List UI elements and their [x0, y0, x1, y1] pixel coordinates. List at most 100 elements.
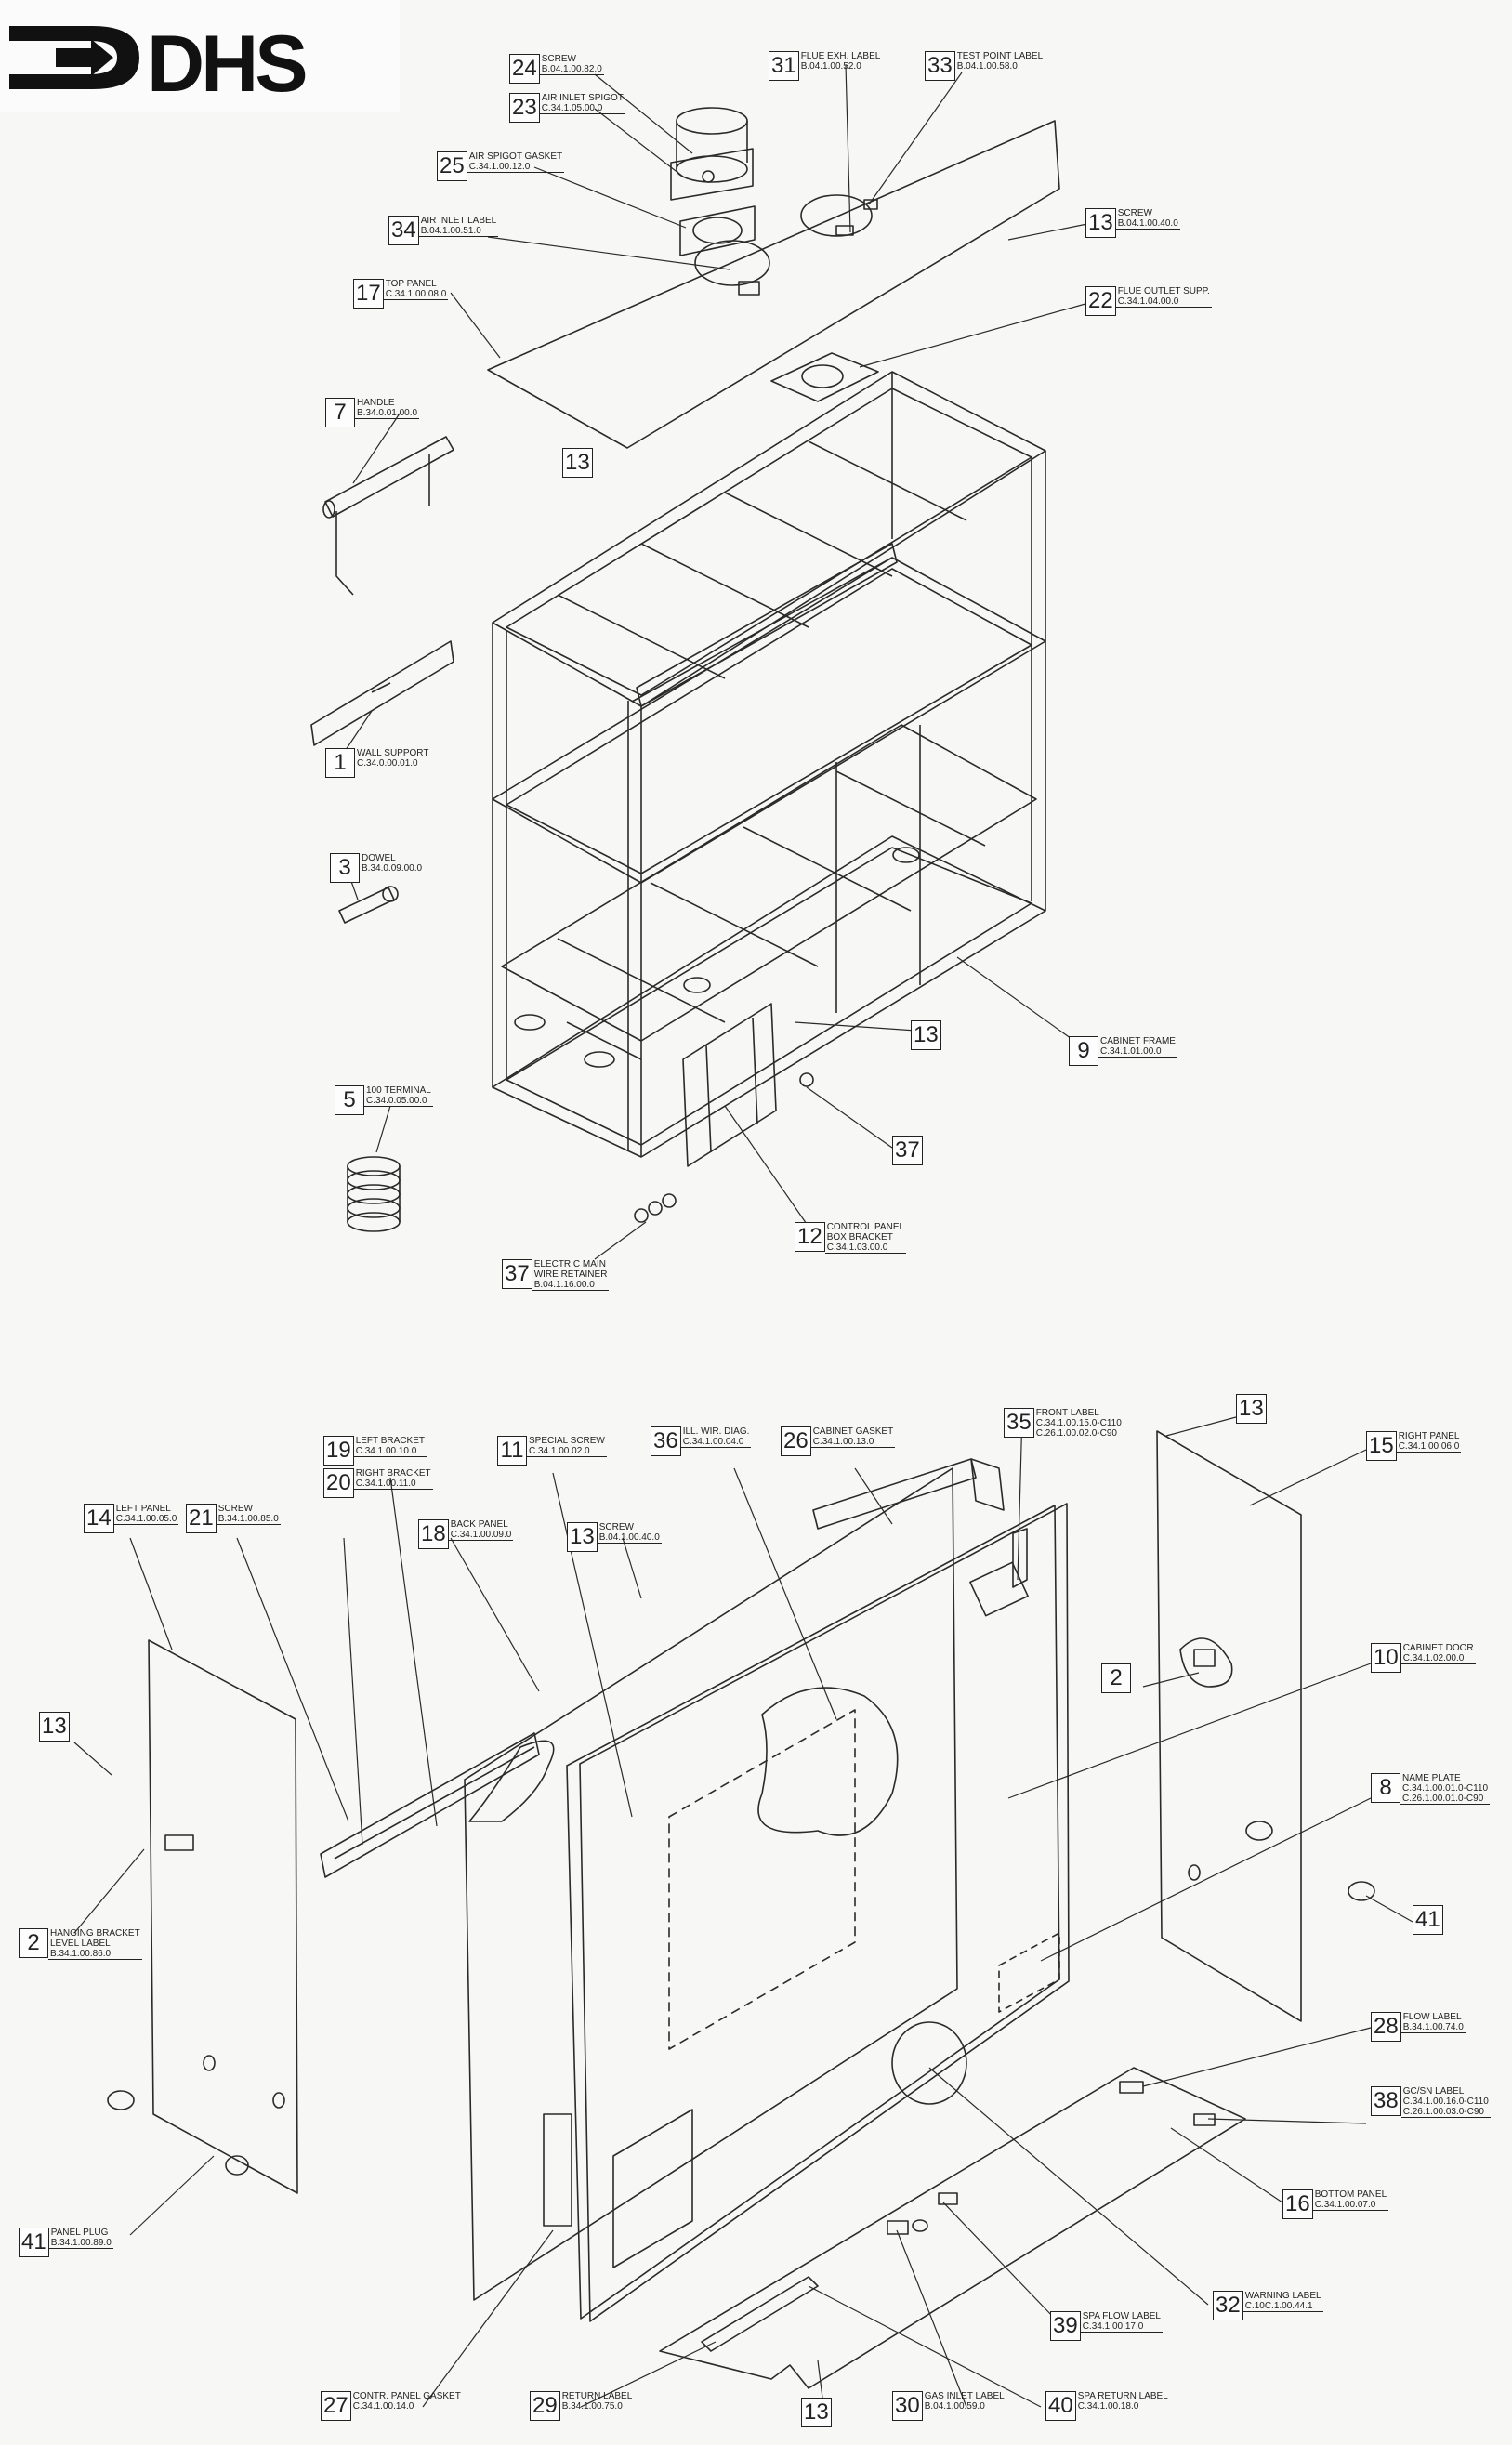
callout-line: B.34.0.09.00.0 [362, 863, 423, 874]
logo-text: DHS [147, 20, 305, 109]
callout-line: HANDLE [357, 398, 395, 408]
cabinet-frame [492, 371, 1046, 1158]
handle [322, 436, 454, 596]
callout-number: 1 [325, 748, 355, 778]
callout-line: C.34.0.05.00.0 [366, 1096, 427, 1106]
flue-outlet-support [770, 352, 879, 402]
callout-line: C.34.1.00.12.0 [468, 162, 531, 172]
callout-line: SPECIAL SCREW [529, 1436, 605, 1446]
callout-line: FLUE OUTLET SUPP. [1117, 286, 1210, 296]
callout-line: DOWEL [362, 853, 396, 863]
callout-line: CABINET FRAME [1100, 1036, 1176, 1046]
callout-line: C.34.1.00.01.0-C110 [1402, 1783, 1489, 1794]
callout-line: CONTROL PANEL [826, 1222, 905, 1232]
wall-support [310, 640, 454, 746]
callout-number: 29 [530, 2391, 560, 2421]
callout-number: 13 [801, 2398, 832, 2427]
air-inlet-spigot [670, 107, 754, 201]
callout-number: 21 [186, 1504, 217, 1533]
callout-line: C.34.1.02.00.0 [1402, 1653, 1465, 1663]
callout-number: 5 [335, 1085, 364, 1115]
callout-number: 9 [1069, 1036, 1098, 1066]
callout-number: 2 [19, 1928, 48, 1958]
callout-line: C.34.1.00.13.0 [812, 1437, 874, 1447]
callout-number: 37 [892, 1136, 923, 1165]
callout-line: C.34.1.00.07.0 [1314, 2200, 1376, 2210]
callout-line: RIGHT PANEL [1398, 1431, 1460, 1441]
lower-leader-lines [73, 1412, 1413, 2408]
callout-line: SCREW [541, 54, 576, 64]
callout-line: B.34.1.00.85.0 [217, 1514, 279, 1524]
callout-line: PANEL PLUG [50, 2228, 109, 2238]
callout-number: 30 [892, 2391, 923, 2421]
callout-c13c: 13 [911, 1020, 941, 1050]
back-panel [464, 1467, 958, 2301]
callout-c13b: 13 [562, 448, 593, 478]
callout-number: 13 [1236, 1394, 1267, 1424]
callout-number: 34 [388, 216, 419, 245]
callout-number: 16 [1282, 2189, 1313, 2219]
left-panel [107, 1639, 298, 2194]
callout-number: 7 [325, 398, 355, 427]
upper-leader-lines [343, 64, 1093, 1260]
callout-line: C.34.1.00.16.0-C110 [1402, 2097, 1489, 2107]
callout-number: 24 [509, 54, 540, 84]
callout-line: B.34.1.00.75.0 [561, 2401, 623, 2412]
callout-number: 40 [1045, 2391, 1076, 2421]
dhs-logo: DHS [0, 0, 400, 112]
callout-number: 37 [502, 1259, 532, 1289]
callout-c41a: 41 [1413, 1905, 1443, 1935]
callout-line: SCREW [1117, 208, 1152, 218]
callout-line: GC/SN LABEL [1402, 2086, 1465, 2097]
callout-number: 35 [1004, 1408, 1034, 1438]
callout-line: TOP PANEL [385, 279, 437, 289]
callout-number: 26 [781, 1426, 811, 1456]
callout-text: FLUE OUTLET SUPP.C.34.1.04.00.0 [1115, 286, 1212, 308]
callout-line: NAME PLATE [1402, 1773, 1461, 1783]
callout-number: 22 [1085, 286, 1116, 316]
callout-line: SCREW [598, 1522, 634, 1532]
callout-line: C.26.1.00.03.0-C90 [1402, 2107, 1484, 2117]
callout-line: LEVEL LABEL [50, 1939, 111, 1949]
callout-line: LEFT PANEL [115, 1504, 171, 1514]
callout-number: 20 [323, 1468, 354, 1498]
callout-line: RETURN LABEL [561, 2391, 633, 2401]
callout-number: 3 [330, 853, 360, 883]
callout-number: 23 [509, 93, 540, 123]
callout-number: 11 [497, 1436, 527, 1466]
callout-line: FLOW LABEL [1402, 2012, 1462, 2022]
right-panel [1156, 1430, 1375, 2022]
callout-number: 41 [1413, 1905, 1443, 1935]
